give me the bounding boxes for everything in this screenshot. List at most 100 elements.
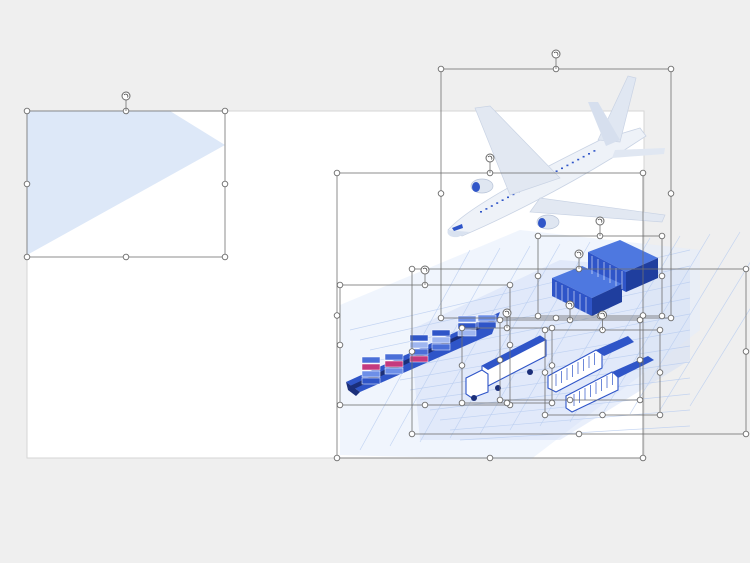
plane-window bbox=[582, 155, 585, 158]
resize-handle-icon[interactable] bbox=[23, 180, 31, 188]
resize-handle-icon[interactable] bbox=[742, 430, 750, 438]
resize-handle-icon[interactable] bbox=[437, 190, 445, 197]
resize-handle-icon[interactable] bbox=[636, 356, 644, 364]
resize-handle-icon[interactable] bbox=[437, 314, 445, 322]
resize-handle-icon[interactable] bbox=[658, 272, 666, 280]
resize-handle-icon[interactable] bbox=[534, 312, 542, 320]
ship-container bbox=[384, 360, 404, 368]
ship-container bbox=[409, 334, 429, 342]
rotate-handle-icon[interactable] bbox=[551, 49, 561, 59]
plane-window bbox=[577, 158, 580, 161]
resize-handle-icon[interactable] bbox=[221, 180, 229, 188]
resize-handle-icon[interactable] bbox=[658, 312, 666, 320]
resize-handle-icon[interactable] bbox=[541, 411, 549, 419]
resize-handle-icon[interactable] bbox=[458, 362, 466, 369]
ship-container bbox=[384, 367, 404, 375]
resize-handle-icon[interactable] bbox=[575, 430, 583, 438]
resize-handle-icon[interactable] bbox=[336, 401, 344, 409]
ship-container bbox=[457, 322, 477, 330]
resize-handle-icon[interactable] bbox=[742, 265, 750, 273]
rotate-handle-icon[interactable] bbox=[574, 249, 584, 259]
resize-handle-icon[interactable] bbox=[541, 369, 549, 376]
resize-handle-icon[interactable] bbox=[437, 65, 445, 73]
cargo-ship-illustration[interactable] bbox=[346, 312, 500, 396]
ship-container bbox=[361, 370, 381, 378]
resize-handle-icon[interactable] bbox=[496, 316, 504, 324]
resize-handle-icon[interactable] bbox=[636, 316, 644, 324]
resize-handle-icon[interactable] bbox=[408, 348, 416, 355]
resize-handle-icon[interactable] bbox=[408, 430, 416, 438]
resize-handle-icon[interactable] bbox=[506, 341, 514, 349]
resize-handle-icon[interactable] bbox=[639, 169, 647, 177]
selection-overlay[interactable] bbox=[23, 49, 750, 462]
resize-handle-icon[interactable] bbox=[566, 396, 574, 404]
ship-container bbox=[384, 353, 404, 361]
resize-handle-icon[interactable] bbox=[336, 341, 344, 349]
rotate-handle-icon[interactable] bbox=[121, 91, 131, 101]
rotate-handle-icon[interactable] bbox=[502, 308, 512, 318]
resize-handle-icon[interactable] bbox=[496, 356, 504, 364]
resize-handle-icon[interactable] bbox=[639, 454, 647, 462]
resize-handle-icon[interactable] bbox=[658, 232, 666, 240]
resize-handle-icon[interactable] bbox=[496, 396, 504, 404]
ship-container bbox=[431, 336, 451, 344]
resize-handle-icon[interactable] bbox=[486, 454, 494, 462]
resize-handle-icon[interactable] bbox=[122, 253, 130, 261]
resize-handle-icon[interactable] bbox=[336, 281, 344, 289]
rotate-handle-icon[interactable] bbox=[598, 310, 607, 320]
resize-handle-icon[interactable] bbox=[421, 401, 429, 409]
ship-container bbox=[457, 329, 477, 337]
resize-handle-icon[interactable] bbox=[458, 324, 466, 332]
plane-window bbox=[512, 193, 515, 196]
resize-handle-icon[interactable] bbox=[541, 326, 549, 334]
resize-handle-icon[interactable] bbox=[656, 411, 664, 419]
resize-handle-icon[interactable] bbox=[221, 253, 229, 261]
plane-window bbox=[480, 211, 482, 213]
ship-container bbox=[409, 341, 429, 349]
ship-container bbox=[431, 343, 451, 351]
resize-handle-icon[interactable] bbox=[548, 399, 556, 407]
resize-handle-icon[interactable] bbox=[534, 232, 542, 240]
resize-handle-icon[interactable] bbox=[742, 348, 750, 355]
plane-window bbox=[561, 167, 563, 170]
resize-handle-icon[interactable] bbox=[636, 396, 644, 404]
resize-handle-icon[interactable] bbox=[548, 362, 556, 369]
resize-handle-icon[interactable] bbox=[333, 454, 341, 462]
resize-handle-icon[interactable] bbox=[548, 324, 556, 332]
ship-container bbox=[457, 315, 477, 323]
rotate-handle-icon[interactable] bbox=[420, 265, 430, 275]
resize-handle-icon[interactable] bbox=[667, 190, 675, 197]
resize-handle-icon[interactable] bbox=[23, 253, 31, 261]
resize-handle-icon[interactable] bbox=[667, 314, 675, 322]
resize-handle-icon[interactable] bbox=[333, 312, 341, 319]
ship-container bbox=[431, 329, 451, 337]
resize-handle-icon[interactable] bbox=[23, 107, 31, 115]
decorative-triangle[interactable] bbox=[27, 111, 225, 255]
ship-container bbox=[361, 363, 381, 371]
plane-window bbox=[507, 196, 509, 199]
resize-handle-icon[interactable] bbox=[534, 272, 542, 280]
plane-window bbox=[588, 153, 590, 155]
resize-handle-icon[interactable] bbox=[221, 107, 229, 115]
plane-window bbox=[485, 208, 488, 210]
warehouse-illustration[interactable] bbox=[552, 240, 658, 316]
resize-handle-icon[interactable] bbox=[506, 281, 514, 289]
resize-handle-icon[interactable] bbox=[656, 326, 664, 334]
freight-train-illustration[interactable] bbox=[547, 336, 654, 413]
resize-handle-icon[interactable] bbox=[639, 312, 647, 319]
resize-handle-icon[interactable] bbox=[667, 65, 675, 73]
resize-handle-icon[interactable] bbox=[408, 265, 416, 273]
ship-container bbox=[477, 321, 497, 329]
rotate-handle-icon[interactable] bbox=[565, 300, 575, 310]
resize-handle-icon[interactable] bbox=[656, 369, 664, 376]
resize-handle-icon[interactable] bbox=[503, 399, 511, 407]
rotate-handle-icon[interactable] bbox=[485, 153, 495, 163]
resize-handle-icon[interactable] bbox=[599, 411, 606, 419]
resize-handle-icon[interactable] bbox=[458, 399, 466, 407]
resize-handle-icon[interactable] bbox=[552, 314, 560, 322]
resize-handle-icon[interactable] bbox=[333, 169, 341, 177]
rotate-handle-icon[interactable] bbox=[595, 216, 605, 226]
plane-window bbox=[566, 164, 569, 167]
ship-container bbox=[361, 377, 381, 385]
